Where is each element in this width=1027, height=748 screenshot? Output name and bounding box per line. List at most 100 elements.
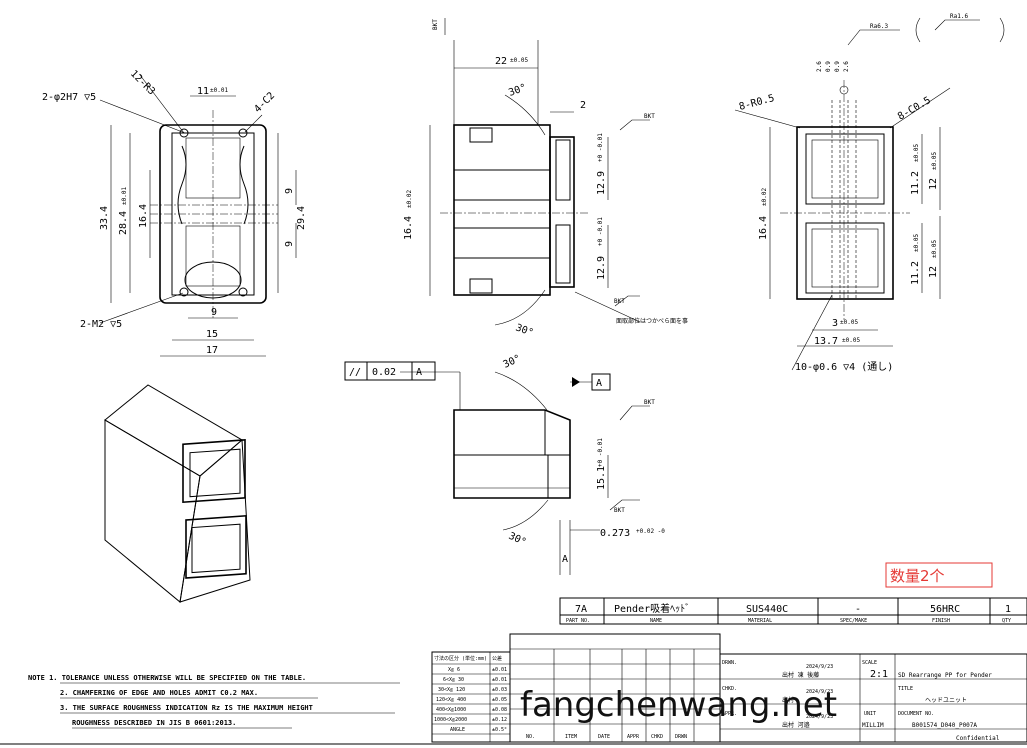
svg-text:±0.5°: ±0.5° [492,727,507,733]
pin-hole-2 [238,128,248,138]
svg-text:A: A [416,367,422,378]
svg-text:2024/9/23: 2024/9/23 [806,714,833,720]
svg-text:±0.01: ±0.01 [492,667,507,673]
thread-label: 2-M2 ▽5 [80,319,122,330]
svg-text:30<X≦ 120: 30<X≦ 120 [438,687,465,693]
svg-text:11.2: 11.2 [910,261,921,285]
svg-text:400<X≦1000: 400<X≦1000 [436,707,466,713]
svg-text:±0.05: ±0.05 [510,57,528,64]
isometric-view [104,384,251,603]
svg-text:2. CHAMFERING OF EDGE AND HOLE: 2. CHAMFERING OF EDGE AND HOLES ADMIT C0… [60,689,258,697]
svg-text:±0.01: ±0.01 [492,677,507,683]
svg-text:±0.01: ±0.01 [121,187,128,205]
front-profile-right [239,145,249,225]
svg-text:BKT: BKT [614,507,625,514]
svg-text:UNIT: UNIT [864,711,876,717]
tolerance-table: 寸法の区分 (単位:mm) 公差 X≦ 6 ±0.01 6<X≦ 30 ±0.0… [431,651,511,743]
svg-text:±0.02: ±0.02 [761,188,768,206]
svg-text:±0.05: ±0.05 [931,152,938,170]
svg-text:ANGLE: ANGLE [450,727,465,733]
svg-text:DOCUMENT NO.: DOCUMENT NO. [898,711,934,717]
svg-text:QTY: QTY [1002,618,1011,624]
svg-text:8-C0.5: 8-C0.5 [896,95,933,123]
svg-text:30°: 30° [507,531,528,549]
chamfer-note-jp: 面取部位はつかべら面を事 [616,317,688,325]
pin-hole-1 [179,128,189,138]
svg-text:BKT: BKT [644,399,655,406]
svg-text:PART NO.: PART NO. [566,618,590,624]
svg-text:A: A [562,554,568,565]
svg-text:Ra1.6: Ra1.6 [950,13,968,20]
svg-text:±0.01: ±0.01 [210,87,228,94]
svg-text:DRWN: DRWN [675,734,687,740]
svg-text:-: - [855,604,861,615]
svg-text:CHKD: CHKD [651,734,663,740]
chamfer-label: 4-C2 [252,90,277,115]
quantity-annotation: 数量2个 [890,567,945,585]
svg-text:Ra6.3: Ra6.3 [870,23,888,30]
svg-text:SPEC/MAKE: SPEC/MAKE [840,618,867,624]
dim-16-4: 16.4 [138,204,149,228]
dim-17: 17 [206,345,218,356]
svg-text:MILLIM: MILLIM [862,722,884,729]
svg-text:SUS440C: SUS440C [746,604,788,615]
side-view: BKT 22 ±0.05 30° 2 BKT 16.4 ±0.02 12.9 +… [403,18,688,339]
svg-text:2: 2 [580,100,586,111]
svg-text:0.273: 0.273 [600,528,630,539]
svg-text:+0.02 -0: +0.02 -0 [636,528,665,535]
svg-text:DATE: DATE [598,734,610,740]
svg-text:±0.12: ±0.12 [492,717,507,723]
svg-text:CHKD.: CHKD. [722,686,737,692]
svg-text:BKT: BKT [432,19,439,30]
svg-text:+0 -0.01: +0 -0.01 [597,133,604,162]
svg-text:NO.: NO. [526,734,535,740]
svg-text:2.6: 2.6 [816,61,823,72]
drawing-title-jp: ヘッドユニット [925,697,967,704]
svg-text:12: 12 [928,178,939,190]
dim-9-lower: 9 [284,241,295,247]
svg-text:±0.05: ±0.05 [931,240,938,258]
svg-text:寸法の区分 (単位:mm): 寸法の区分 (単位:mm) [434,655,487,662]
section-view: // 0.02 A A 30° BKT 15.1 +0 -0.01 BKT 30… [344,353,665,575]
screw-hole-2 [238,287,248,297]
svg-text:12: 12 [928,266,939,278]
front-view: 2-φ2H7 ▽5 12-R3 11 ±0.01 4-C2 33.4 28.4 … [42,68,307,357]
svg-text:ITEM: ITEM [565,734,577,740]
parts-list: 7A Pender吸着ﾍｯﾄﾞ SUS440C - 56HRC 1 PART N… [559,597,1027,625]
svg-text:1: 1 [1005,604,1011,615]
radius-label: 12-R3 [128,68,157,97]
dim-9-upper: 9 [284,188,295,194]
svg-text:±0.05: ±0.05 [842,337,860,344]
svg-text:BKT: BKT [644,113,655,120]
svg-text:0.9: 0.9 [825,61,832,72]
svg-text:0.9: 0.9 [834,61,841,72]
svg-text:APPR: APPR [627,734,640,740]
svg-text:出村 河邉: 出村 河邉 [782,721,810,729]
svg-text:12.9: 12.9 [596,256,607,280]
svg-text:NOTE 1. TOLERANCE UNLESS OTHER: NOTE 1. TOLERANCE UNLESS OTHERWISE WILL … [28,674,306,682]
end-view: Ra6.3 Ra1.6 8-R0.5 8-C0.5 2.6 0.9 0.9 2.… [734,13,1005,373]
svg-text:13.7: 13.7 [814,336,838,347]
hole-top-label: 2-φ2H7 ▽5 [42,92,96,103]
svg-text:X≦ 6: X≦ 6 [448,667,460,673]
svg-text:+0 -0.01: +0 -0.01 [597,217,604,246]
svg-text:±0.08: ±0.08 [492,707,507,713]
svg-text:+0 -0.01: +0 -0.01 [597,438,604,467]
dim-29-4: 29.4 [296,206,307,230]
dim-15: 15 [206,329,218,340]
dim-28-4: 28.4 [118,211,129,235]
svg-text:BKT: BKT [614,298,625,305]
svg-text:8-R0.5: 8-R0.5 [738,93,776,113]
svg-text:56HRC: 56HRC [930,604,960,615]
svg-text:MATERIAL: MATERIAL [748,618,772,624]
svg-text:2024/9/23: 2024/9/23 [806,664,833,670]
svg-text:3. THE SURFACE ROUGHNESS INDIC: 3. THE SURFACE ROUGHNESS INDICATION Rz I… [60,704,313,712]
svg-text:±0.05: ±0.05 [492,697,507,703]
svg-text:±0.05: ±0.05 [913,144,920,162]
dim-9-bottom: 9 [211,307,217,318]
svg-text:2.6: 2.6 [843,61,850,72]
svg-text:DRWN.: DRWN. [722,660,737,666]
svg-text:120<X≦ 400: 120<X≦ 400 [436,697,466,703]
svg-text:0.02: 0.02 [372,367,396,378]
